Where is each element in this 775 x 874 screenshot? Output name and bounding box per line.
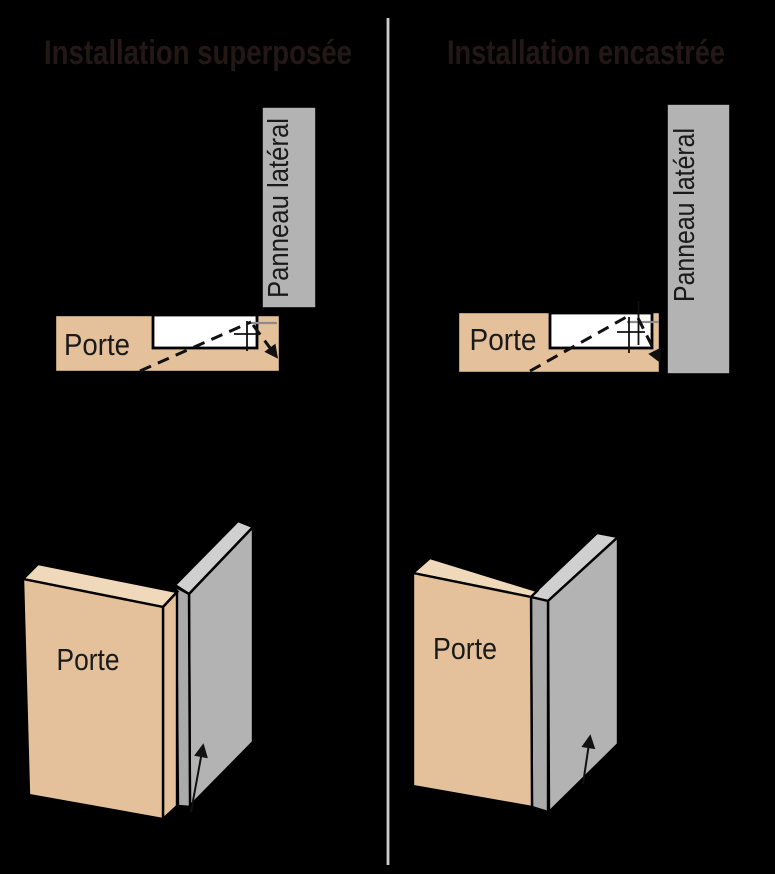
side-panel-label: Panneau latéral — [669, 128, 701, 302]
top-view-encastree: Porte Panneau latéral — [456, 103, 731, 375]
top-view-superposee: Porte Panneau latéral — [53, 106, 317, 374]
door-swing-dashed-line — [139, 320, 252, 373]
door-label: Porte — [470, 322, 537, 357]
door-label-3d: Porte — [433, 631, 497, 666]
section-encastree: Installation encastrée Porte Panneau lat… — [410, 34, 731, 815]
perspective-view-encastree: Porte — [410, 531, 621, 815]
panel-front-edge — [529, 595, 550, 814]
door-front-face — [411, 571, 534, 809]
door-label-3d: Porte — [57, 642, 120, 677]
section-superposee: Installation superposée Porte Panneau la… — [20, 34, 352, 822]
door-swing-arrow — [636, 317, 661, 364]
divider-line — [386, 18, 390, 865]
side-panel-label: Panneau latéral — [263, 118, 295, 298]
section-title-encastree: Installation encastrée — [447, 34, 725, 72]
side-panel-shape — [666, 103, 731, 375]
perspective-view-superposee: Porte — [20, 519, 256, 822]
side-panel-shape — [261, 106, 317, 309]
hinge-cup-cutout — [151, 313, 259, 350]
overlay-indicator-arrow — [190, 743, 208, 813]
door-swing-arrow — [251, 324, 279, 359]
inset-indicator-arrow — [581, 734, 596, 785]
door-label: Porte — [64, 327, 130, 362]
door-edge-face — [161, 588, 179, 822]
door-front-face — [21, 577, 165, 821]
section-title-superposee: Installation superposée — [44, 34, 352, 72]
